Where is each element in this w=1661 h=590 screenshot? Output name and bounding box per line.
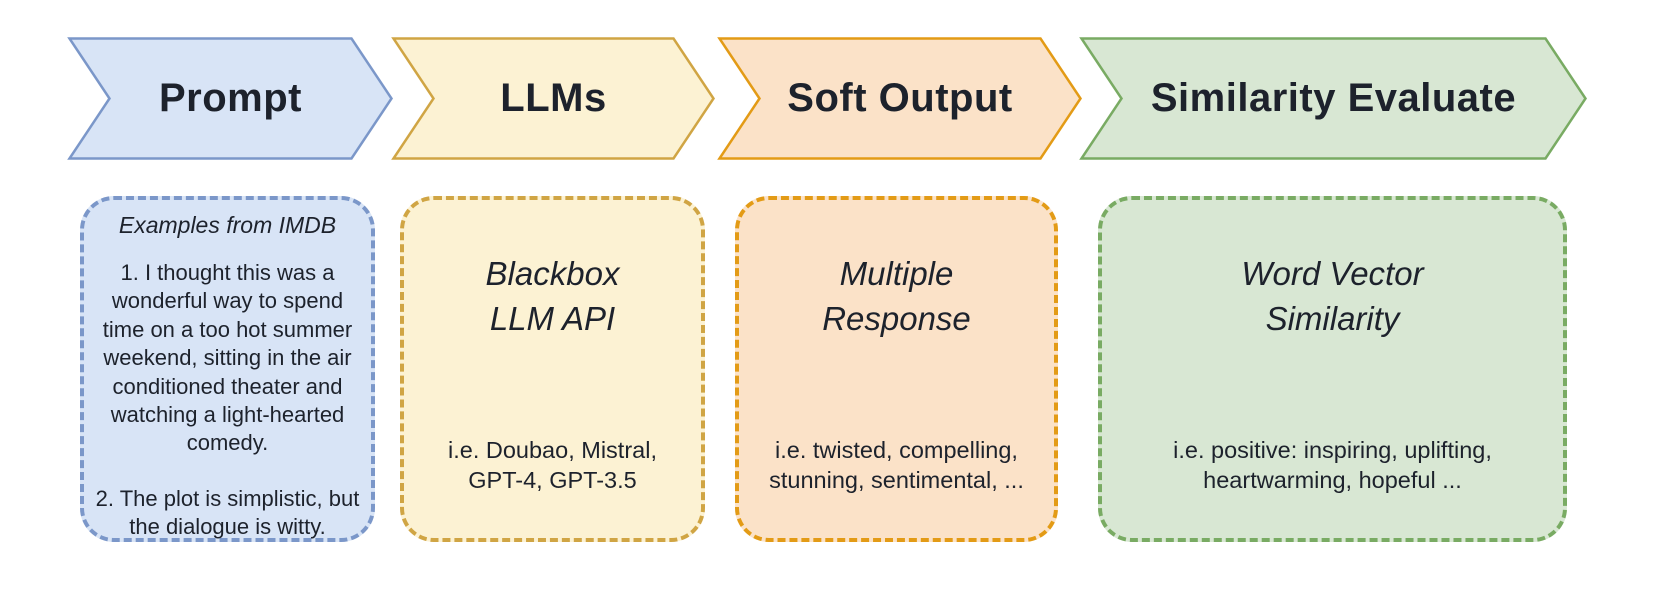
soft-output-box-title: Multiple Response xyxy=(739,252,1054,341)
similarity-evaluate-box-title-line1: Word Vector xyxy=(1241,255,1424,292)
soft-output-arrow-label: Soft Output xyxy=(787,76,1013,120)
soft-output-arrow xyxy=(717,37,1083,160)
stage-prompt: Prompt Examples from IMDB 1. I thought t… xyxy=(67,37,394,547)
llms-arrow-label: LLMs xyxy=(500,76,607,120)
similarity-evaluate-box-title: Word Vector Similarity xyxy=(1102,252,1563,341)
similarity-evaluate-box-subtitle: i.e. positive: inspiring, uplifting, hea… xyxy=(1106,435,1559,495)
prompt-box: Examples from IMDB 1. I thought this was… xyxy=(80,196,375,542)
soft-output-box-subtitle: i.e. twisted, compelling, stunning, sent… xyxy=(743,435,1050,495)
stage-llms: LLMs Blackbox LLM API i.e. Doubao, Mistr… xyxy=(391,37,716,547)
prompt-arrow-shape xyxy=(67,37,394,160)
similarity-evaluate-arrow-shape xyxy=(1079,37,1588,160)
similarity-evaluate-box-title-line2: Similarity xyxy=(1265,299,1400,337)
soft-output-box-title-line1: Multiple xyxy=(839,255,954,292)
prompt-arrow xyxy=(67,37,394,160)
similarity-evaluate-box-subtitle-line2: heartwarming, hopeful ... xyxy=(1203,467,1462,494)
prompt-box-title: Examples from IMDB xyxy=(118,212,337,238)
similarity-evaluate-arrow xyxy=(1079,37,1588,160)
prompt-example-1: 1. I thought this was a wonderful way to… xyxy=(102,260,353,456)
similarity-evaluate-arrow-label: Similarity Evaluate xyxy=(1150,76,1517,120)
llms-box: Blackbox LLM API i.e. Doubao, Mistral, G… xyxy=(400,196,705,542)
llms-arrow xyxy=(391,37,716,160)
llms-box-title-line1: Blackbox xyxy=(485,255,620,292)
soft-output-arrow-shape xyxy=(717,37,1083,160)
prompt-example-2: 2. The plot is simplistic, but the dialo… xyxy=(95,485,360,539)
llms-arrow-shape xyxy=(391,37,716,160)
llms-box-subtitle: i.e. Doubao, Mistral, GPT-4, GPT-3.5 xyxy=(408,435,697,495)
prompt-arrow-label: Prompt xyxy=(159,76,302,120)
soft-output-box-title-line2: Response xyxy=(822,299,971,337)
soft-output-box: Multiple Response i.e. twisted, compelli… xyxy=(735,196,1058,542)
llms-box-title-line2: LLM API xyxy=(489,299,616,337)
llms-box-title: Blackbox LLM API xyxy=(404,252,701,341)
similarity-evaluate-box-subtitle-line1: i.e. positive: inspiring, uplifting, xyxy=(1173,437,1492,463)
llms-box-subtitle-line1: i.e. Doubao, Mistral, xyxy=(448,437,657,463)
soft-output-box-subtitle-line2: stunning, sentimental, ... xyxy=(769,467,1024,494)
stage-similarity-evaluate: Similarity Evaluate Word Vector Similari… xyxy=(1079,37,1588,547)
soft-output-box-subtitle-line1: i.e. twisted, compelling, xyxy=(775,437,1018,463)
stage-soft-output: Soft Output Multiple Response i.e. twist… xyxy=(717,37,1083,547)
llms-box-subtitle-line2: GPT-4, GPT-3.5 xyxy=(468,467,637,494)
similarity-evaluate-box: Word Vector Similarity i.e. positive: in… xyxy=(1098,196,1567,542)
